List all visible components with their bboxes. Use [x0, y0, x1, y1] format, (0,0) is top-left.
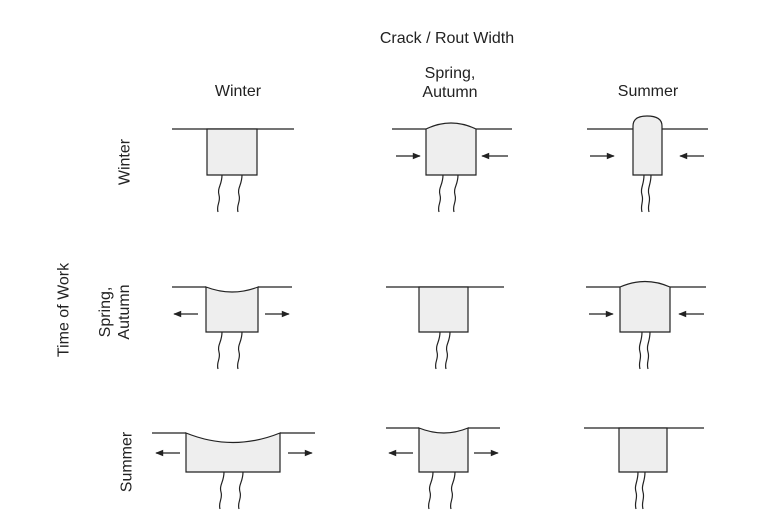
crack-line	[452, 174, 459, 213]
sealant	[619, 280, 671, 333]
cell-winter-winter	[172, 128, 294, 213]
crack-line	[647, 174, 652, 213]
crack-line	[236, 331, 243, 370]
cell-summer-summer	[584, 427, 704, 510]
cell-winter-summer	[587, 115, 708, 213]
seal-cells	[152, 115, 708, 510]
column-header-spring-autumn-line-1: Spring,	[424, 65, 476, 82]
cell-summer-spring-autumn	[386, 427, 500, 510]
crack-line	[434, 331, 441, 370]
crack-line	[449, 471, 456, 510]
crack-line	[641, 471, 646, 510]
crack-line	[237, 471, 244, 510]
crack-line	[216, 331, 223, 370]
column-header-winter-line-1: Winter	[214, 83, 262, 100]
crack-line	[427, 471, 434, 510]
crack-line	[634, 471, 639, 510]
cell-winter-spring-autumn	[392, 122, 512, 213]
sealant	[618, 427, 668, 473]
column-header-spring-autumn-line-2: Autumn	[422, 84, 478, 101]
crack-line	[236, 174, 243, 213]
column-header-summer-line-1: Summer	[617, 83, 679, 100]
sealant	[185, 432, 281, 473]
sealant	[425, 122, 477, 176]
column-header-spring-autumn: Spring, Autumn	[400, 64, 500, 102]
crack-line	[444, 331, 451, 370]
crack-line	[216, 174, 223, 213]
column-header-summer: Summer	[598, 82, 698, 101]
crack-line	[218, 471, 225, 510]
sealant	[632, 115, 663, 176]
cell-spring-autumn-winter	[172, 286, 292, 370]
sealant	[418, 427, 469, 473]
crack-line	[646, 331, 651, 370]
cell-summer-winter	[152, 432, 315, 510]
crack-line	[640, 174, 645, 213]
crack-line	[638, 331, 643, 370]
cell-spring-autumn-summer	[586, 280, 706, 370]
sealant	[418, 286, 469, 333]
sealant	[205, 286, 259, 333]
cell-spring-autumn-spring-autumn	[386, 286, 504, 370]
diagram-title: Crack / Rout Width	[379, 30, 515, 47]
crack-line	[437, 174, 444, 213]
column-header-winter: Winter	[188, 82, 288, 101]
sealant	[206, 128, 258, 176]
